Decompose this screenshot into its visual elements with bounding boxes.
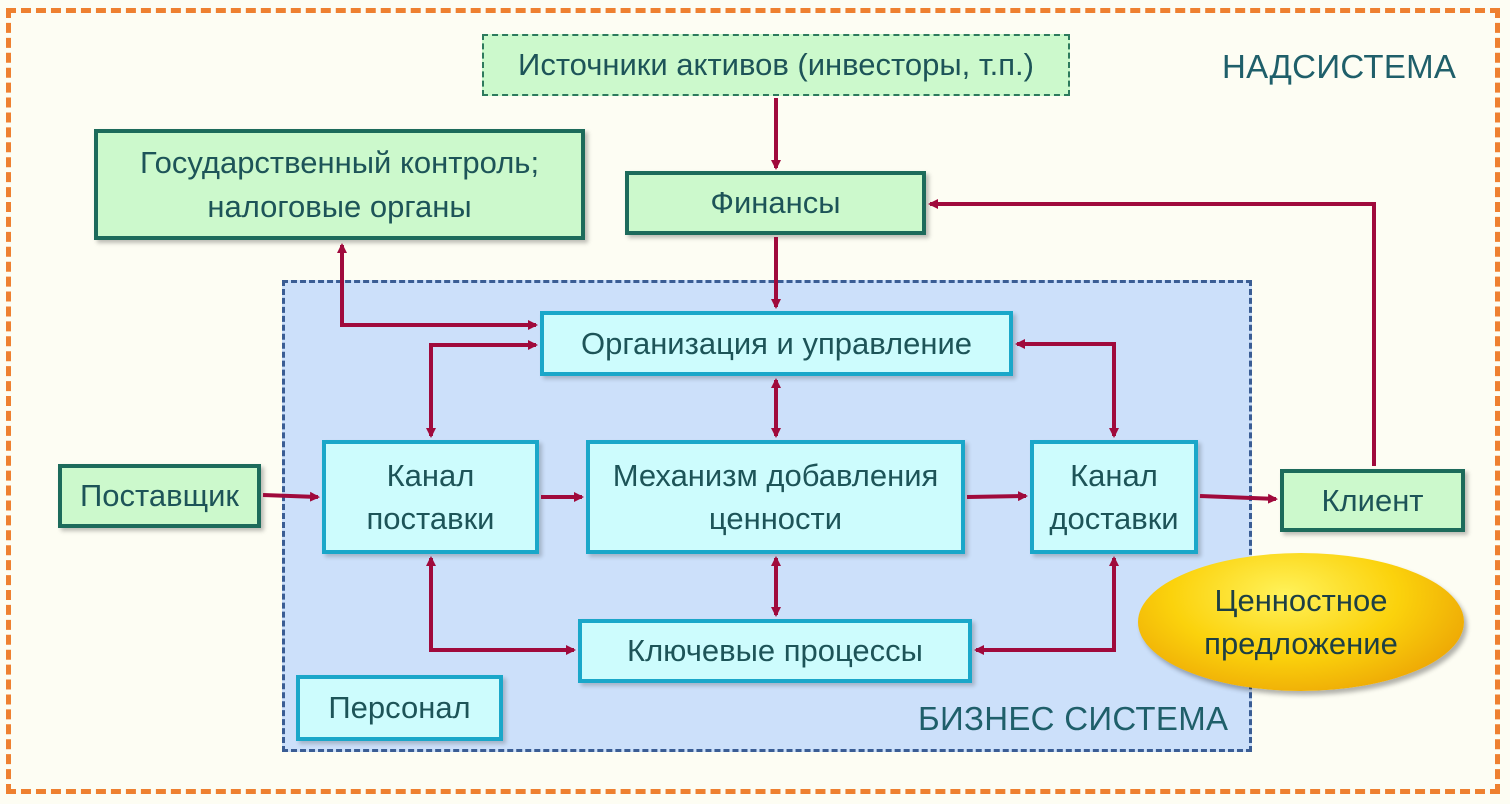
client-label: Клиент — [1321, 482, 1424, 518]
arrow-value-mechanism-to-delivery — [966, 491, 1028, 502]
delivery-channel-node: Канал доставки — [1030, 440, 1198, 554]
supply-channel-node: Канал поставки — [322, 440, 539, 554]
supplier-node: Поставщик — [58, 464, 261, 528]
organization-node: Организация и управление — [540, 311, 1013, 376]
supplier-label: Поставщик — [80, 478, 239, 514]
value-proposition-label-line2: предложение — [1204, 626, 1398, 661]
state-control-label-line1: Государственный контроль; — [139, 145, 540, 181]
arrow-supplier-to-supply-channel — [262, 491, 320, 502]
arrow-supply-channel-key-processes — [426, 556, 576, 655]
value-mechanism-label-line1: Механизм добавления — [612, 457, 939, 493]
value-mechanism-label-line2: ценности — [708, 501, 843, 536]
personnel-node: Персонал — [296, 675, 503, 741]
organization-label: Организация и управление — [580, 325, 973, 361]
arrow-organization-state-control — [337, 243, 538, 330]
personnel-label: Персонал — [328, 690, 471, 726]
value-mechanism-node: Механизм добавления ценности — [586, 440, 965, 554]
arrow-delivery-to-client — [1199, 493, 1278, 504]
business-system-label: БИЗНЕС СИСТЕМА — [918, 700, 1229, 737]
arrow-delivery-channel-key-processes — [974, 556, 1119, 655]
arrow-organization-delivery-channel — [1015, 339, 1119, 438]
value-proposition-label-line1: Ценностное — [1214, 582, 1388, 618]
state-control-node: Государственный контроль; налоговые орга… — [94, 129, 585, 240]
client-node: Клиент — [1280, 469, 1465, 532]
supersystem-boundary — [6, 8, 1500, 794]
delivery-channel-label-line1: Канал — [1070, 457, 1158, 493]
finance-label: Финансы — [710, 185, 841, 221]
supply-channel-label-line1: Канал — [386, 457, 475, 493]
key-processes-label: Ключевые процессы — [627, 633, 923, 669]
key-processes-node: Ключевые процессы — [578, 619, 972, 683]
value-proposition-ellipse: Ценностное предложение — [1138, 553, 1464, 691]
asset-sources-node: Источники активов (инвесторы, т.п.) — [482, 34, 1070, 96]
supersystem-label: НАДСИСТЕМА — [1222, 48, 1457, 85]
arrow-client-to-finance — [928, 199, 1376, 466]
supply-channel-label-line2: поставки — [366, 501, 495, 536]
delivery-channel-label-line2: доставки — [1049, 501, 1179, 536]
finance-node: Финансы — [625, 171, 926, 235]
arrow-organization-supply-channel — [426, 340, 538, 438]
state-control-label-line2: налоговые органы — [207, 188, 472, 224]
asset-sources-label: Источники активов (инвесторы, т.п.) — [518, 47, 1034, 83]
